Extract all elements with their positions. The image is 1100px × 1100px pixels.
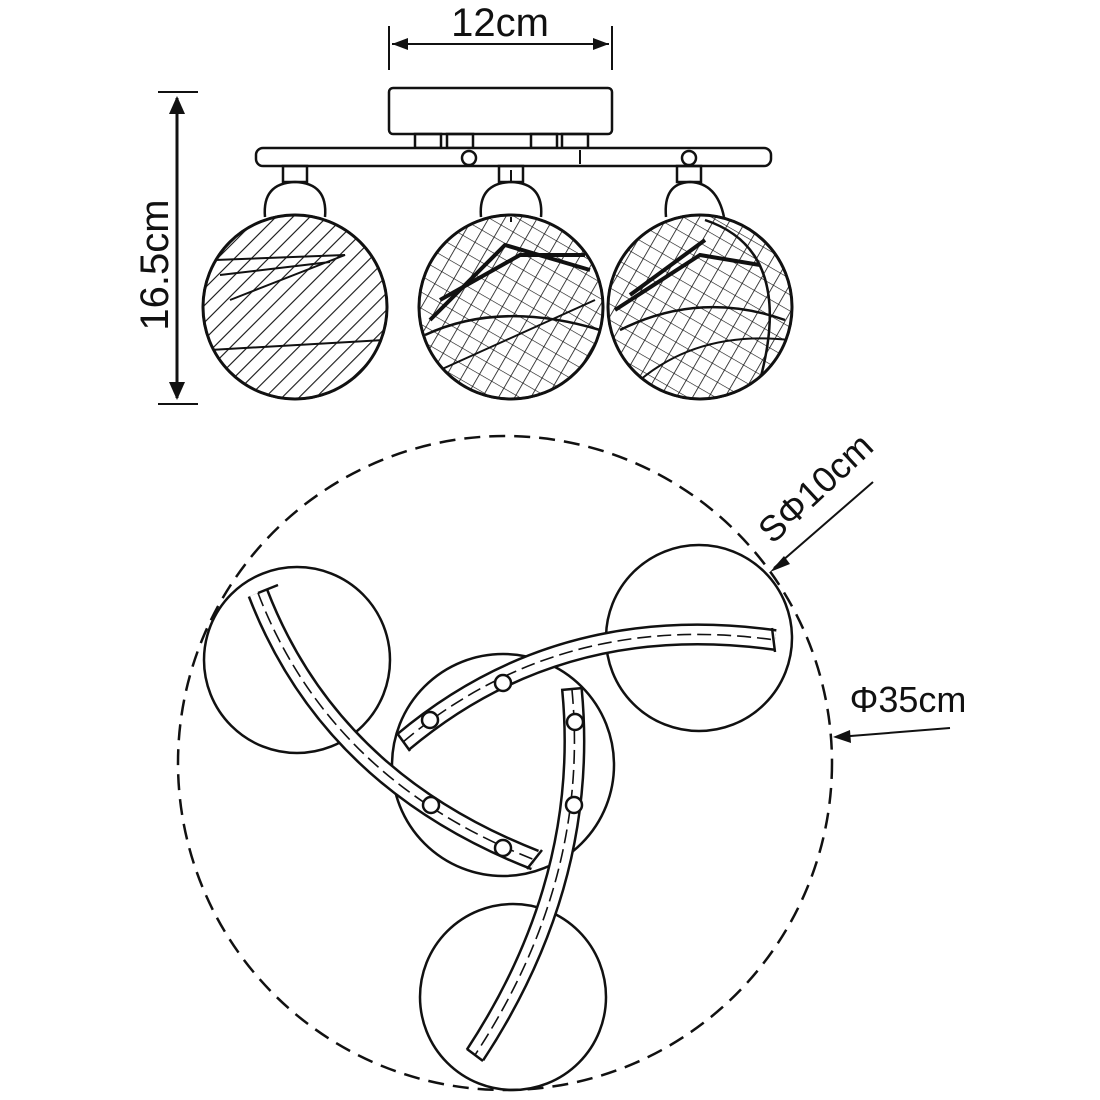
arm-bottom (465, 686, 586, 1062)
side-view: 12cm 16.5cm (133, 1, 794, 405)
plate-stud (529, 132, 559, 150)
arm-knob (564, 795, 584, 815)
arm-knob (565, 712, 585, 732)
globe-diameter-leader (770, 481, 874, 572)
arm-knob (421, 795, 441, 815)
overall-diameter-leader (833, 727, 951, 743)
globe-left (201, 164, 389, 401)
ceiling-plate (387, 86, 614, 136)
top-globe-left (202, 565, 392, 755)
arm-right (395, 623, 777, 752)
globe-center (417, 164, 605, 401)
bar-knob (460, 149, 478, 167)
plate-stud (560, 132, 590, 150)
globe-right (606, 164, 794, 401)
width-dimension (388, 26, 613, 70)
height-label: 16.5cm (133, 199, 177, 330)
arm-left (247, 583, 543, 871)
plate-stud (445, 132, 475, 150)
plate-stud (413, 132, 443, 150)
arm-knob (493, 673, 513, 693)
top-globe-bottom (418, 902, 608, 1092)
width-label: 12cm (451, 1, 549, 45)
arm-knob (493, 838, 513, 858)
height-dimension (158, 91, 198, 405)
arm-knob (420, 710, 440, 730)
top-view: SΦ10cm Φ35cm (176, 425, 967, 1092)
bar-knob (680, 149, 698, 167)
overall-diameter-label: Φ35cm (850, 679, 967, 720)
